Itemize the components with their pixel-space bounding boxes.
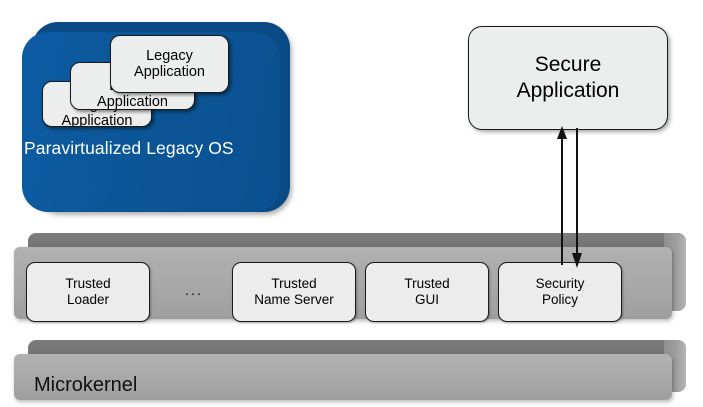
legacy-app-line2: Application xyxy=(61,113,133,127)
kernel-bar-front-face xyxy=(14,354,672,400)
secure-application-text: Secure Application xyxy=(517,52,620,104)
secure-app-line2: Application xyxy=(516,79,620,102)
service-label-line1: Trusted xyxy=(65,276,111,291)
service-box-trusted-gui-text: Trusted GUI xyxy=(404,276,449,308)
legacy-os-label: Paravirtualized Legacy OS xyxy=(24,138,234,158)
services-bar-top-face xyxy=(28,233,686,247)
service-box-trusted-loader-text: Trusted Loader xyxy=(65,276,110,308)
service-label-line1: Security xyxy=(535,276,585,291)
services-ellipsis: ... xyxy=(184,282,204,299)
service-label-line2: Policy xyxy=(541,292,578,307)
service-label-line2: GUI xyxy=(414,292,439,307)
arrow-up-icon xyxy=(557,126,567,265)
legacy-application-card-front-text: Legacy Application xyxy=(130,48,209,81)
service-box-trusted-gui[interactable]: Trusted GUI xyxy=(365,262,489,322)
legacy-application-card-front: Legacy Application xyxy=(110,35,229,93)
secure-application-box: Secure Application xyxy=(468,26,668,130)
legacy-app-line1: Legacy xyxy=(146,47,193,64)
service-box-trusted-loader[interactable]: Trusted Loader xyxy=(26,262,150,322)
microkernel-bar: Microkernel xyxy=(14,340,686,400)
kernel-bar-top-face xyxy=(28,340,686,354)
microkernel-label: Microkernel xyxy=(34,374,138,396)
arrow-down-icon xyxy=(572,128,582,268)
policy-arrows-group xyxy=(557,126,582,268)
service-label-line2: Loader xyxy=(66,292,110,307)
legacy-app-line2: Application xyxy=(97,94,168,110)
service-label-line2: Name Server xyxy=(254,292,334,307)
service-box-security-policy[interactable]: Security Policy xyxy=(498,262,622,322)
legacy-app-line2: Application xyxy=(134,64,205,80)
service-label-line1: Trusted xyxy=(271,276,317,291)
service-box-trusted-name-server[interactable]: Trusted Name Server xyxy=(232,262,356,322)
service-label-line1: Trusted xyxy=(404,276,450,291)
secure-app-line1: Secure xyxy=(534,53,602,76)
service-box-security-policy-text: Security Policy xyxy=(536,276,585,308)
service-box-trusted-name-server-text: Trusted Name Server xyxy=(254,276,334,308)
